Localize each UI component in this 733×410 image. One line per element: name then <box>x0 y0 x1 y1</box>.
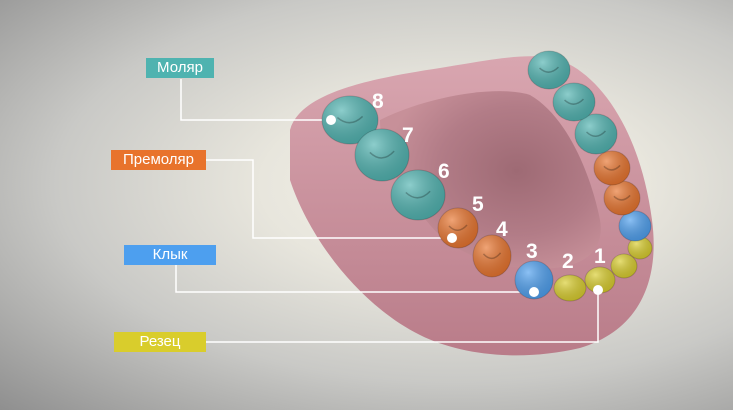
incisor-leader <box>206 290 599 343</box>
tooth-canine-right <box>618 210 652 242</box>
tooth-premolar-4-left <box>472 234 512 278</box>
tooth-incisor-2-right <box>627 236 653 260</box>
tooth-number-1: 1 <box>594 245 606 268</box>
molar-dot <box>326 115 336 125</box>
premolar-dot <box>447 233 457 243</box>
tooth-incisor-1-right <box>610 253 638 279</box>
tooth-number-3: 3 <box>526 240 538 263</box>
tooth-molar-6-right <box>574 113 618 155</box>
teeth <box>321 50 653 302</box>
tooth-molar-8-right <box>527 50 571 90</box>
tooth-premolar-4-right <box>603 180 641 216</box>
tooth-molar-7-left <box>354 128 410 182</box>
premolar-leader <box>206 159 452 239</box>
canine-leader <box>175 256 534 293</box>
label-premolar: Премоляр <box>111 150 206 170</box>
tooth-number-6: 6 <box>438 160 450 183</box>
incisor-dot <box>593 285 603 295</box>
tooth-molar-6-left <box>390 169 446 221</box>
canine-dot <box>529 287 539 297</box>
tooth-molar-7-right <box>552 82 596 122</box>
molar-leader <box>180 79 331 121</box>
tooth-incisor-1-left <box>584 266 616 294</box>
tooth-number-7: 7 <box>402 124 414 147</box>
tooth-premolar-5-right <box>593 150 631 186</box>
tooth-incisor-2-left <box>553 274 587 302</box>
tooth-molar-8-left <box>321 95 379 145</box>
tooth-number-4: 4 <box>496 218 508 241</box>
label-molar: Моляр <box>146 58 214 78</box>
palate <box>380 91 601 269</box>
leader-dots <box>326 115 603 297</box>
tooth-canine-left <box>514 260 554 300</box>
tooth-number-2: 2 <box>562 250 574 273</box>
label-incisor: Резец <box>114 332 206 352</box>
tooth-number-8: 8 <box>372 90 384 113</box>
leader-lines <box>175 79 599 343</box>
tooth-number-5: 5 <box>472 193 484 216</box>
label-canine: Клык <box>124 245 216 265</box>
